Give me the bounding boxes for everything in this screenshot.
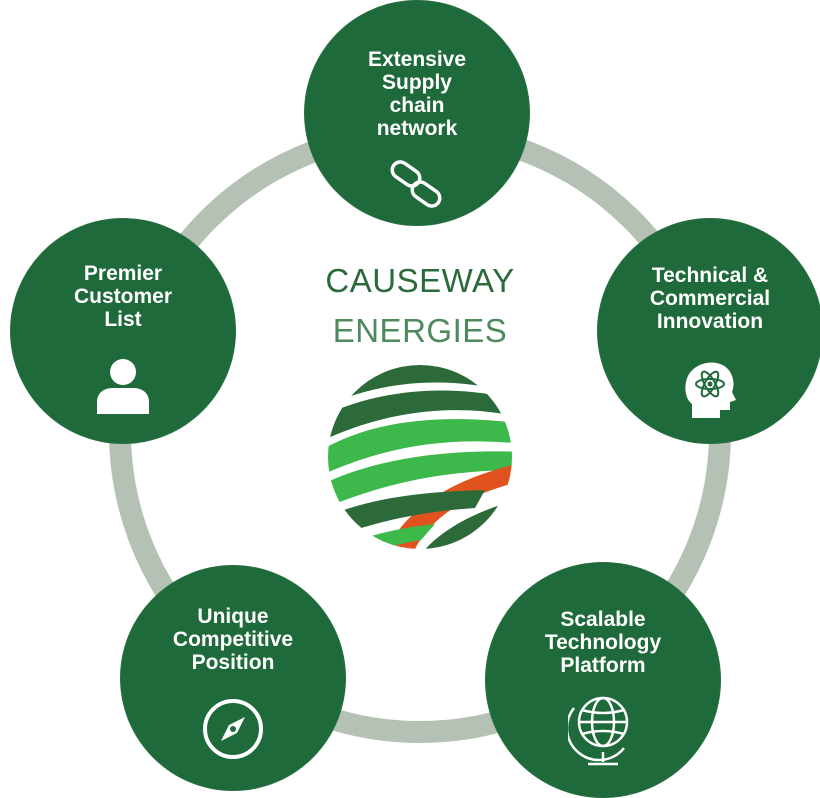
node-supply-chain: Extensive Supply chain network xyxy=(304,0,530,226)
person-icon xyxy=(97,359,149,414)
node-premier-customers-label: Premier Customer List xyxy=(10,262,236,331)
label-line: Technology xyxy=(544,631,662,654)
head-atom-icon xyxy=(685,362,736,418)
label-line: Scalable xyxy=(560,608,646,631)
brand-subtitle: ENERGIES xyxy=(332,312,508,349)
chain-link-icon xyxy=(390,160,442,208)
label-line: Unique xyxy=(197,605,269,628)
label-line: Technical & xyxy=(651,264,769,287)
label-line: Extensive xyxy=(367,48,467,71)
label-line: Position xyxy=(191,651,275,674)
label-line: network xyxy=(376,117,458,140)
label-line: Innovation xyxy=(656,310,764,333)
label-line: Competitive xyxy=(172,628,294,651)
node-technical-innovation: Technical & Commercial Innovation xyxy=(597,218,820,444)
node-scalable-platform-label: Scalable Technology Platform xyxy=(485,608,721,677)
label-line: Commercial xyxy=(649,287,771,310)
label-line: Supply xyxy=(381,71,452,94)
label-line: chain xyxy=(389,94,445,117)
label-line: List xyxy=(104,308,142,331)
brand-name: CAUSEWAY xyxy=(325,262,515,299)
striped-globe-logo xyxy=(328,365,512,549)
node-premier-customers: Premier Customer List xyxy=(10,218,236,444)
label-line: Premier xyxy=(83,262,163,285)
node-scalable-platform: Scalable Technology Platform xyxy=(485,562,721,798)
label-line: Platform xyxy=(560,654,646,677)
label-line: Customer xyxy=(73,285,173,308)
node-competitive-position-label: Unique Competitive Position xyxy=(120,605,346,674)
globe-icon xyxy=(568,696,629,766)
node-technical-innovation-label: Technical & Commercial Innovation xyxy=(597,264,820,333)
node-competitive-position: Unique Competitive Position xyxy=(120,565,346,791)
compass-icon xyxy=(203,699,263,759)
node-supply-chain-label: Extensive Supply chain network xyxy=(304,48,530,140)
